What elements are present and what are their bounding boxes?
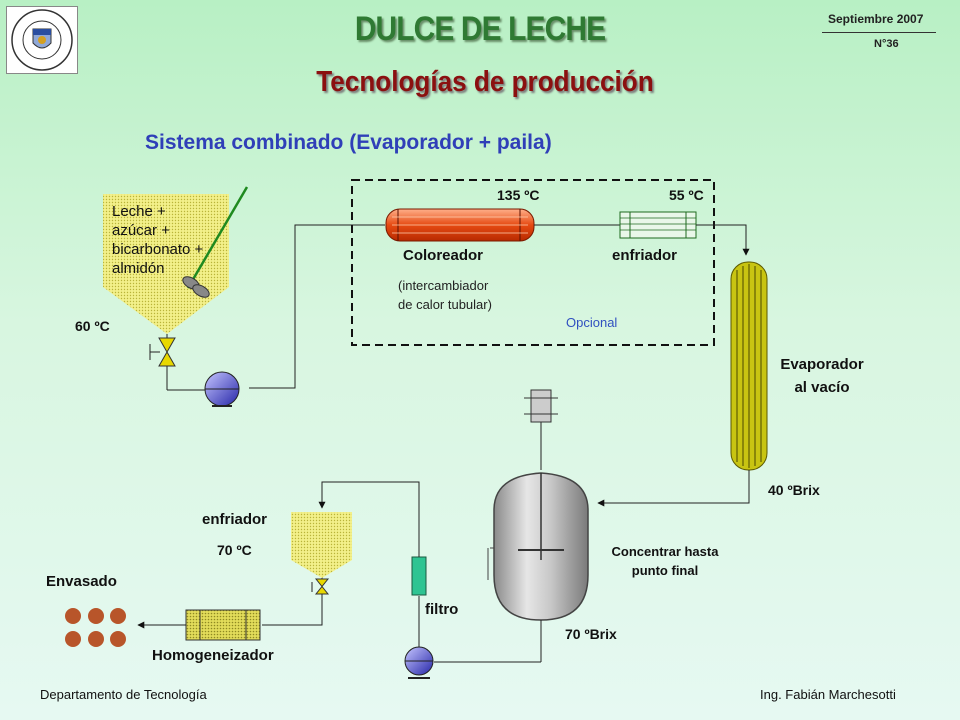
colorer-note: (intercambiador de calor tubular) bbox=[398, 276, 492, 314]
optional-label: Opcional bbox=[566, 315, 618, 330]
cooler-label: enfriador bbox=[612, 247, 678, 264]
mixing-tank bbox=[103, 194, 229, 334]
filter-unit bbox=[411, 556, 427, 596]
colorer-label: Coloreador bbox=[403, 247, 484, 264]
tank-temperature: 60 ºC bbox=[75, 318, 110, 334]
agitator-shaft bbox=[186, 186, 249, 289]
optional-section-box bbox=[351, 179, 715, 346]
issue-number: N°36 bbox=[874, 38, 899, 50]
agitator-blade bbox=[192, 284, 210, 298]
tank-contents-line: azúcar + bbox=[112, 222, 170, 239]
evaporator-label-line: Evaporador bbox=[780, 356, 864, 373]
homogenizer-label: Homogeneizador bbox=[152, 647, 274, 664]
issue-date: Septiembre 2007 bbox=[828, 12, 924, 26]
diagram-heading: Sistema combinado (Evaporador + paila) bbox=[145, 131, 552, 154]
footer-department: Departamento de Tecnología bbox=[40, 687, 207, 702]
colorer-note-line: (intercambiador bbox=[398, 278, 489, 293]
evaporator-label: Evaporador al vacío bbox=[762, 353, 882, 399]
tank-contents-line: Leche + bbox=[112, 203, 166, 220]
colorer-temperature: 135 ºC bbox=[497, 187, 540, 203]
valve-icon bbox=[314, 578, 330, 595]
kettle-note-line: Concentrar hasta bbox=[611, 544, 719, 559]
cooler-tank bbox=[291, 512, 352, 578]
kettle-motor bbox=[530, 389, 552, 423]
evaporator-label-line: al vacío bbox=[794, 379, 850, 396]
kettle-brix: 70 ºBrix bbox=[565, 626, 617, 642]
tank-contents-line: bicarbonato + bbox=[112, 241, 204, 258]
page-title: DULCE DE LECHE bbox=[354, 10, 606, 48]
kettle-note: Concentrar hasta punto final bbox=[600, 542, 730, 580]
packaging-jars bbox=[65, 608, 126, 647]
evaporator-brix: 40 ºBrix bbox=[768, 482, 820, 498]
date-divider bbox=[822, 32, 936, 33]
page-subtitle: Tecnologías de producción bbox=[316, 66, 654, 98]
cooler-temperature: 55 ºC bbox=[669, 187, 704, 203]
university-logo bbox=[6, 6, 78, 74]
filter-label: filtro bbox=[425, 601, 459, 618]
footer-author: Ing. Fabián Marchesotti bbox=[760, 687, 896, 702]
tank-contents-line: almidón bbox=[112, 260, 165, 277]
colorer-note-line: de calor tubular) bbox=[398, 297, 492, 312]
valve-icon bbox=[158, 337, 176, 367]
homogenizer-unit bbox=[185, 609, 261, 641]
cooler2-temperature: 70 ºC bbox=[217, 542, 252, 558]
cooler-exchanger bbox=[619, 211, 697, 239]
kettle-note-line: punto final bbox=[631, 563, 699, 578]
seal-icon bbox=[11, 9, 73, 71]
cooler2-label: enfriador bbox=[202, 511, 268, 528]
packaging-label: Envasado bbox=[46, 573, 117, 590]
tank-contents: Leche + azúcar + bicarbonato + almidón bbox=[112, 202, 203, 278]
